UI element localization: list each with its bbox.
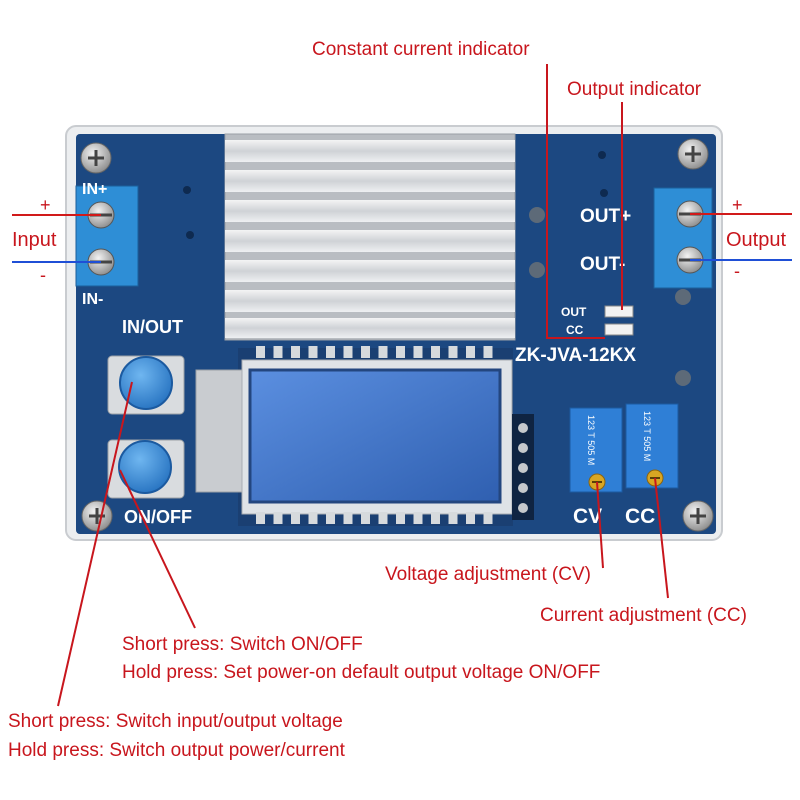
- out-led: [604, 305, 634, 318]
- silk-cc-led: CC: [566, 323, 584, 337]
- cv-leader: [596, 481, 604, 569]
- cc-potentiometer[interactable]: [625, 403, 679, 489]
- silk-in-minus: IN-: [82, 291, 103, 308]
- output-plus-label: +: [732, 195, 743, 215]
- output-terminal-block: [653, 187, 713, 289]
- via: [186, 231, 194, 239]
- inout-leader: [57, 381, 133, 707]
- lcd-pin: [256, 346, 265, 358]
- lcd-pin: [396, 346, 405, 358]
- lcd-pin: [326, 512, 335, 524]
- mount-hole: [675, 289, 691, 305]
- lcd-pin: [326, 346, 335, 358]
- input-minus-label: -: [40, 265, 46, 285]
- input-label: Input: [12, 229, 57, 251]
- current-adjustment-label: Current adjustment (CC): [540, 605, 747, 626]
- output-label: Output: [726, 229, 787, 251]
- silk-in-plus: IN+: [82, 181, 107, 198]
- output-minus-label: -: [734, 261, 740, 281]
- via: [600, 189, 608, 197]
- lcd-pin: [343, 346, 353, 358]
- lcd-pin: [291, 512, 300, 524]
- cc-indicator-leader: [546, 64, 605, 339]
- lcd-pin: [448, 346, 458, 358]
- lcd-pin: [361, 512, 370, 524]
- silk-cv: CV: [573, 505, 602, 528]
- lcd-pin: [378, 512, 388, 524]
- lcd-pin: [396, 512, 405, 524]
- via: [598, 151, 606, 159]
- mount-hole: [675, 370, 691, 386]
- mount-hole: [529, 207, 545, 223]
- lcd-pin: [431, 346, 440, 358]
- via: [183, 186, 191, 194]
- lcd-pin: [343, 512, 353, 524]
- heatsink: [224, 133, 516, 341]
- lcd-pin: [291, 346, 300, 358]
- lcd-pin: [413, 512, 423, 524]
- corner-screw-tr: [677, 138, 709, 170]
- pot-right-marking: 123 T 505 M: [642, 411, 652, 461]
- lcd-pin: [256, 512, 265, 524]
- onoff-short-press-label: Short press: Switch ON/OFF: [122, 634, 363, 655]
- lcd-pin: [273, 346, 283, 358]
- silk-on-off: ON/OFF: [124, 507, 192, 527]
- lcd-pin: [273, 512, 283, 524]
- cc-led: [604, 323, 634, 336]
- lcd-pin: [308, 512, 318, 524]
- silk-out-led: OUT: [561, 305, 587, 319]
- inout-short-press-label: Short press: Switch input/output voltage: [8, 711, 343, 732]
- board-model: ZK-JVA-12KX: [515, 345, 636, 366]
- lcd-pins-top: [256, 346, 493, 358]
- pot-left-marking: 123 T 505 M: [586, 415, 596, 465]
- silk-cc: CC: [625, 505, 655, 528]
- inout-hold-press-label: Hold press: Switch output power/current: [8, 740, 345, 761]
- input-terminal-block: [75, 185, 139, 287]
- lcd-pin: [466, 346, 475, 358]
- on-off-button[interactable]: [107, 439, 185, 499]
- lcd-pin: [483, 512, 493, 524]
- lcd-screen: [248, 368, 502, 504]
- input-plus-label: +: [40, 195, 51, 215]
- cv-potentiometer[interactable]: [569, 407, 623, 493]
- voltage-adjustment-label: Voltage adjustment (CV): [385, 564, 591, 585]
- output-indicator-label: Output indicator: [567, 79, 702, 100]
- lcd-pin: [308, 346, 318, 358]
- silk-in-out: IN/OUT: [122, 317, 183, 337]
- onoff-hold-press-label: Hold press: Set power-on default output …: [122, 662, 601, 683]
- lcd-pin: [413, 346, 423, 358]
- onoff-leader: [119, 469, 196, 629]
- corner-screw-bl: [81, 500, 113, 532]
- lcd-pin: [361, 346, 370, 358]
- silk-out-minus: OUT-: [580, 254, 625, 275]
- lcd-pin: [431, 512, 440, 524]
- constant-current-indicator-label: Constant current indicator: [312, 39, 530, 60]
- lcd-pin: [378, 346, 388, 358]
- cc-leader: [654, 477, 669, 599]
- corner-screw-br: [682, 500, 714, 532]
- lcd-pins-bottom: [256, 512, 493, 524]
- lcd-pin: [466, 512, 475, 524]
- in-out-button[interactable]: [107, 355, 185, 415]
- lcd-pin: [483, 346, 493, 358]
- header-pins: [512, 414, 534, 520]
- lcd-module: [195, 348, 513, 526]
- silk-out-plus: OUT+: [580, 206, 631, 227]
- lcd-pin: [448, 512, 458, 524]
- mount-hole: [529, 262, 545, 278]
- corner-screw-tl: [80, 142, 112, 174]
